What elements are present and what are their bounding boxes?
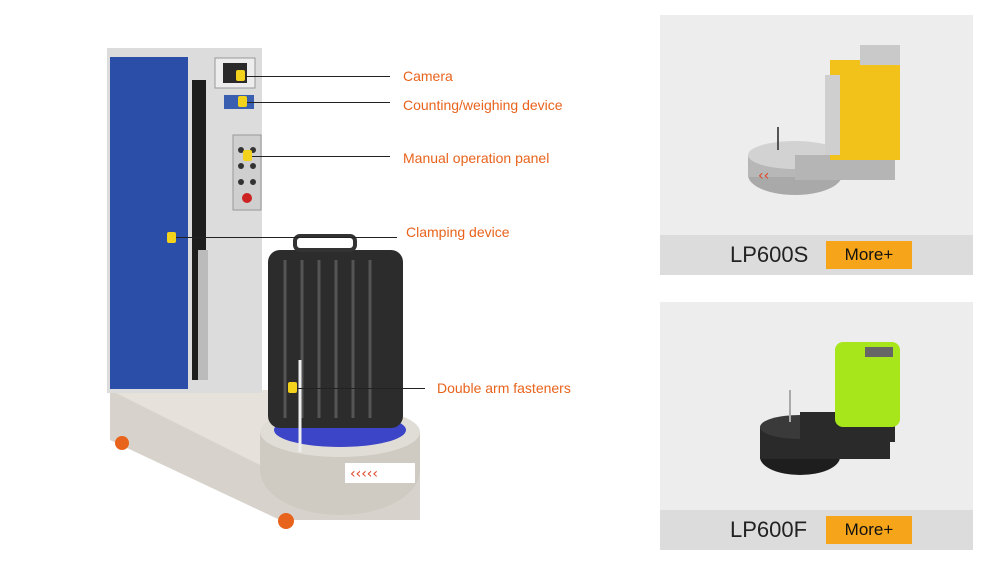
marker-panel-icon <box>243 150 252 161</box>
product-card-lp600s[interactable]: ‹‹ LP600S More+ <box>660 15 973 275</box>
callout-operation-panel: Manual operation panel <box>403 150 550 166</box>
product-name: LP600F <box>730 517 808 542</box>
product-card-lp600f[interactable]: LP600F More+ <box>660 302 973 550</box>
marker-camera-icon <box>236 70 245 81</box>
lp600s-image: ‹‹ <box>748 45 900 195</box>
marker-counter-icon <box>238 96 247 107</box>
svg-text:‹‹: ‹‹ <box>758 168 769 184</box>
callout-clamping-device: Clamping device <box>406 224 510 240</box>
callout-arm-fasteners: Double arm fasteners <box>437 380 571 396</box>
lp600f-label-bar: LP600F More+ <box>660 510 973 550</box>
callout-camera: Camera <box>403 68 453 84</box>
lp600f-image <box>760 342 900 475</box>
more-button[interactable]: More+ <box>826 516 912 544</box>
lp600s-label-bar: LP600S More+ <box>660 235 973 275</box>
callout-counting-device: Counting/weighing device <box>403 97 563 113</box>
machine-diagram: ‹‹‹‹‹ Camera Counting/weighing device Ma… <box>107 48 571 529</box>
marker-clamp-icon <box>167 232 176 243</box>
luggage-wrapping-machine-image: ‹‹‹‹‹ <box>107 48 420 529</box>
more-button[interactable]: More+ <box>826 241 912 269</box>
product-name: LP600S <box>730 242 809 267</box>
marker-arm-icon <box>288 382 297 393</box>
svg-text:‹‹‹‹‹: ‹‹‹‹‹ <box>350 466 378 482</box>
